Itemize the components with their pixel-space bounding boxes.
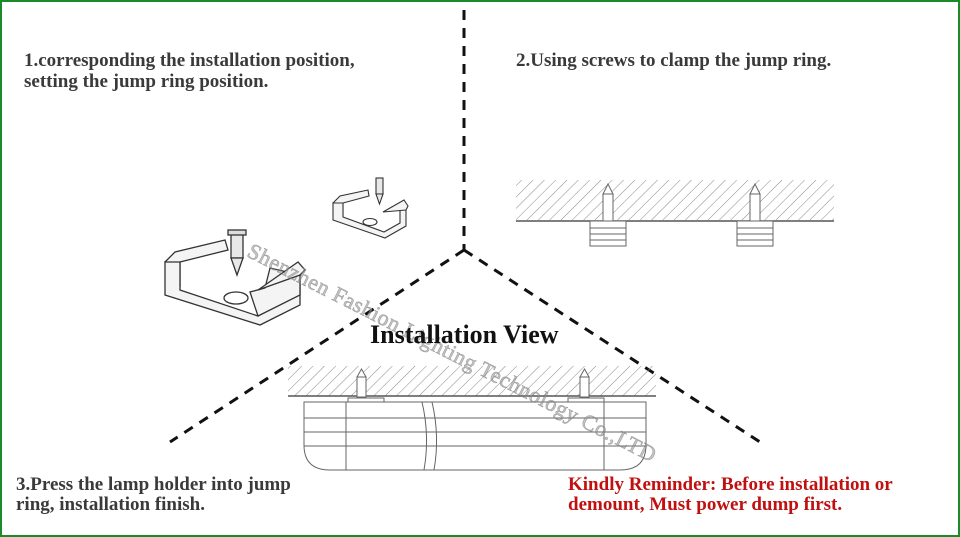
step3-line2: ring, installation finish. [16,494,205,515]
step1-line2: setting the jump ring position. [24,71,269,92]
step1-line1: 1.corresponding the installation positio… [24,50,355,71]
lamp-assembly [288,366,656,471]
ceiling-mount-step2 [516,180,834,247]
jump-ring-small [332,177,409,239]
diagram-title: Installation View [370,320,559,349]
step2-text: 2.Using screws to clamp the jump ring. [516,50,832,71]
divider-lines [169,10,761,444]
reminder-line1: Kindly Reminder: Before installation or [568,474,893,495]
jump-ring-large [164,229,306,326]
step3-line1: 3.Press the lamp holder into jump [16,474,291,495]
reminder-line2: demount, Must power dump first. [568,494,843,515]
